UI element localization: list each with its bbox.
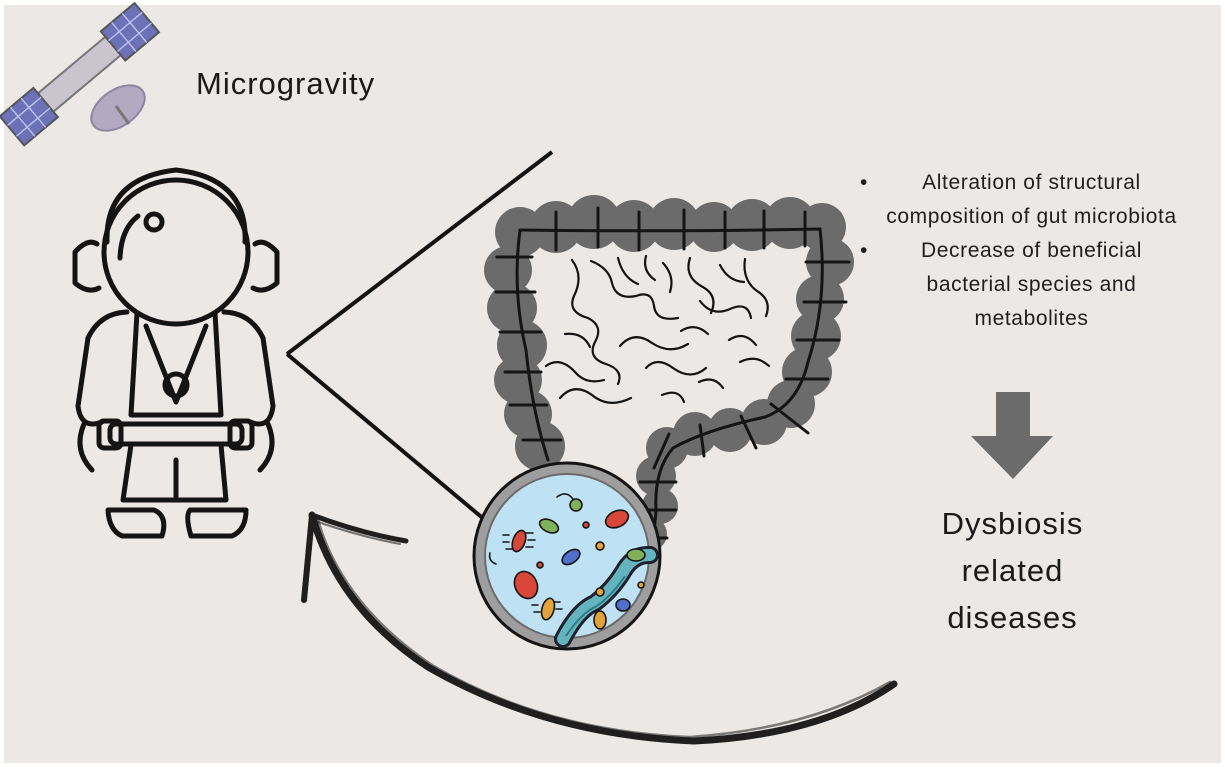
outcome-label: Dysbiosis related diseases	[905, 500, 1120, 641]
effects-list: Alteration of structural composition of …	[858, 166, 1183, 336]
title-label: Microgravity	[196, 66, 375, 102]
astronaut-icon	[75, 170, 277, 536]
effect-item: Decrease of beneficial bacterial species…	[858, 234, 1183, 336]
bacteria-magnifier-icon	[474, 463, 660, 649]
down-arrow-icon	[971, 392, 1053, 479]
satellite-icon	[0, 3, 159, 145]
effect-item: Alteration of structural composition of …	[858, 166, 1183, 234]
